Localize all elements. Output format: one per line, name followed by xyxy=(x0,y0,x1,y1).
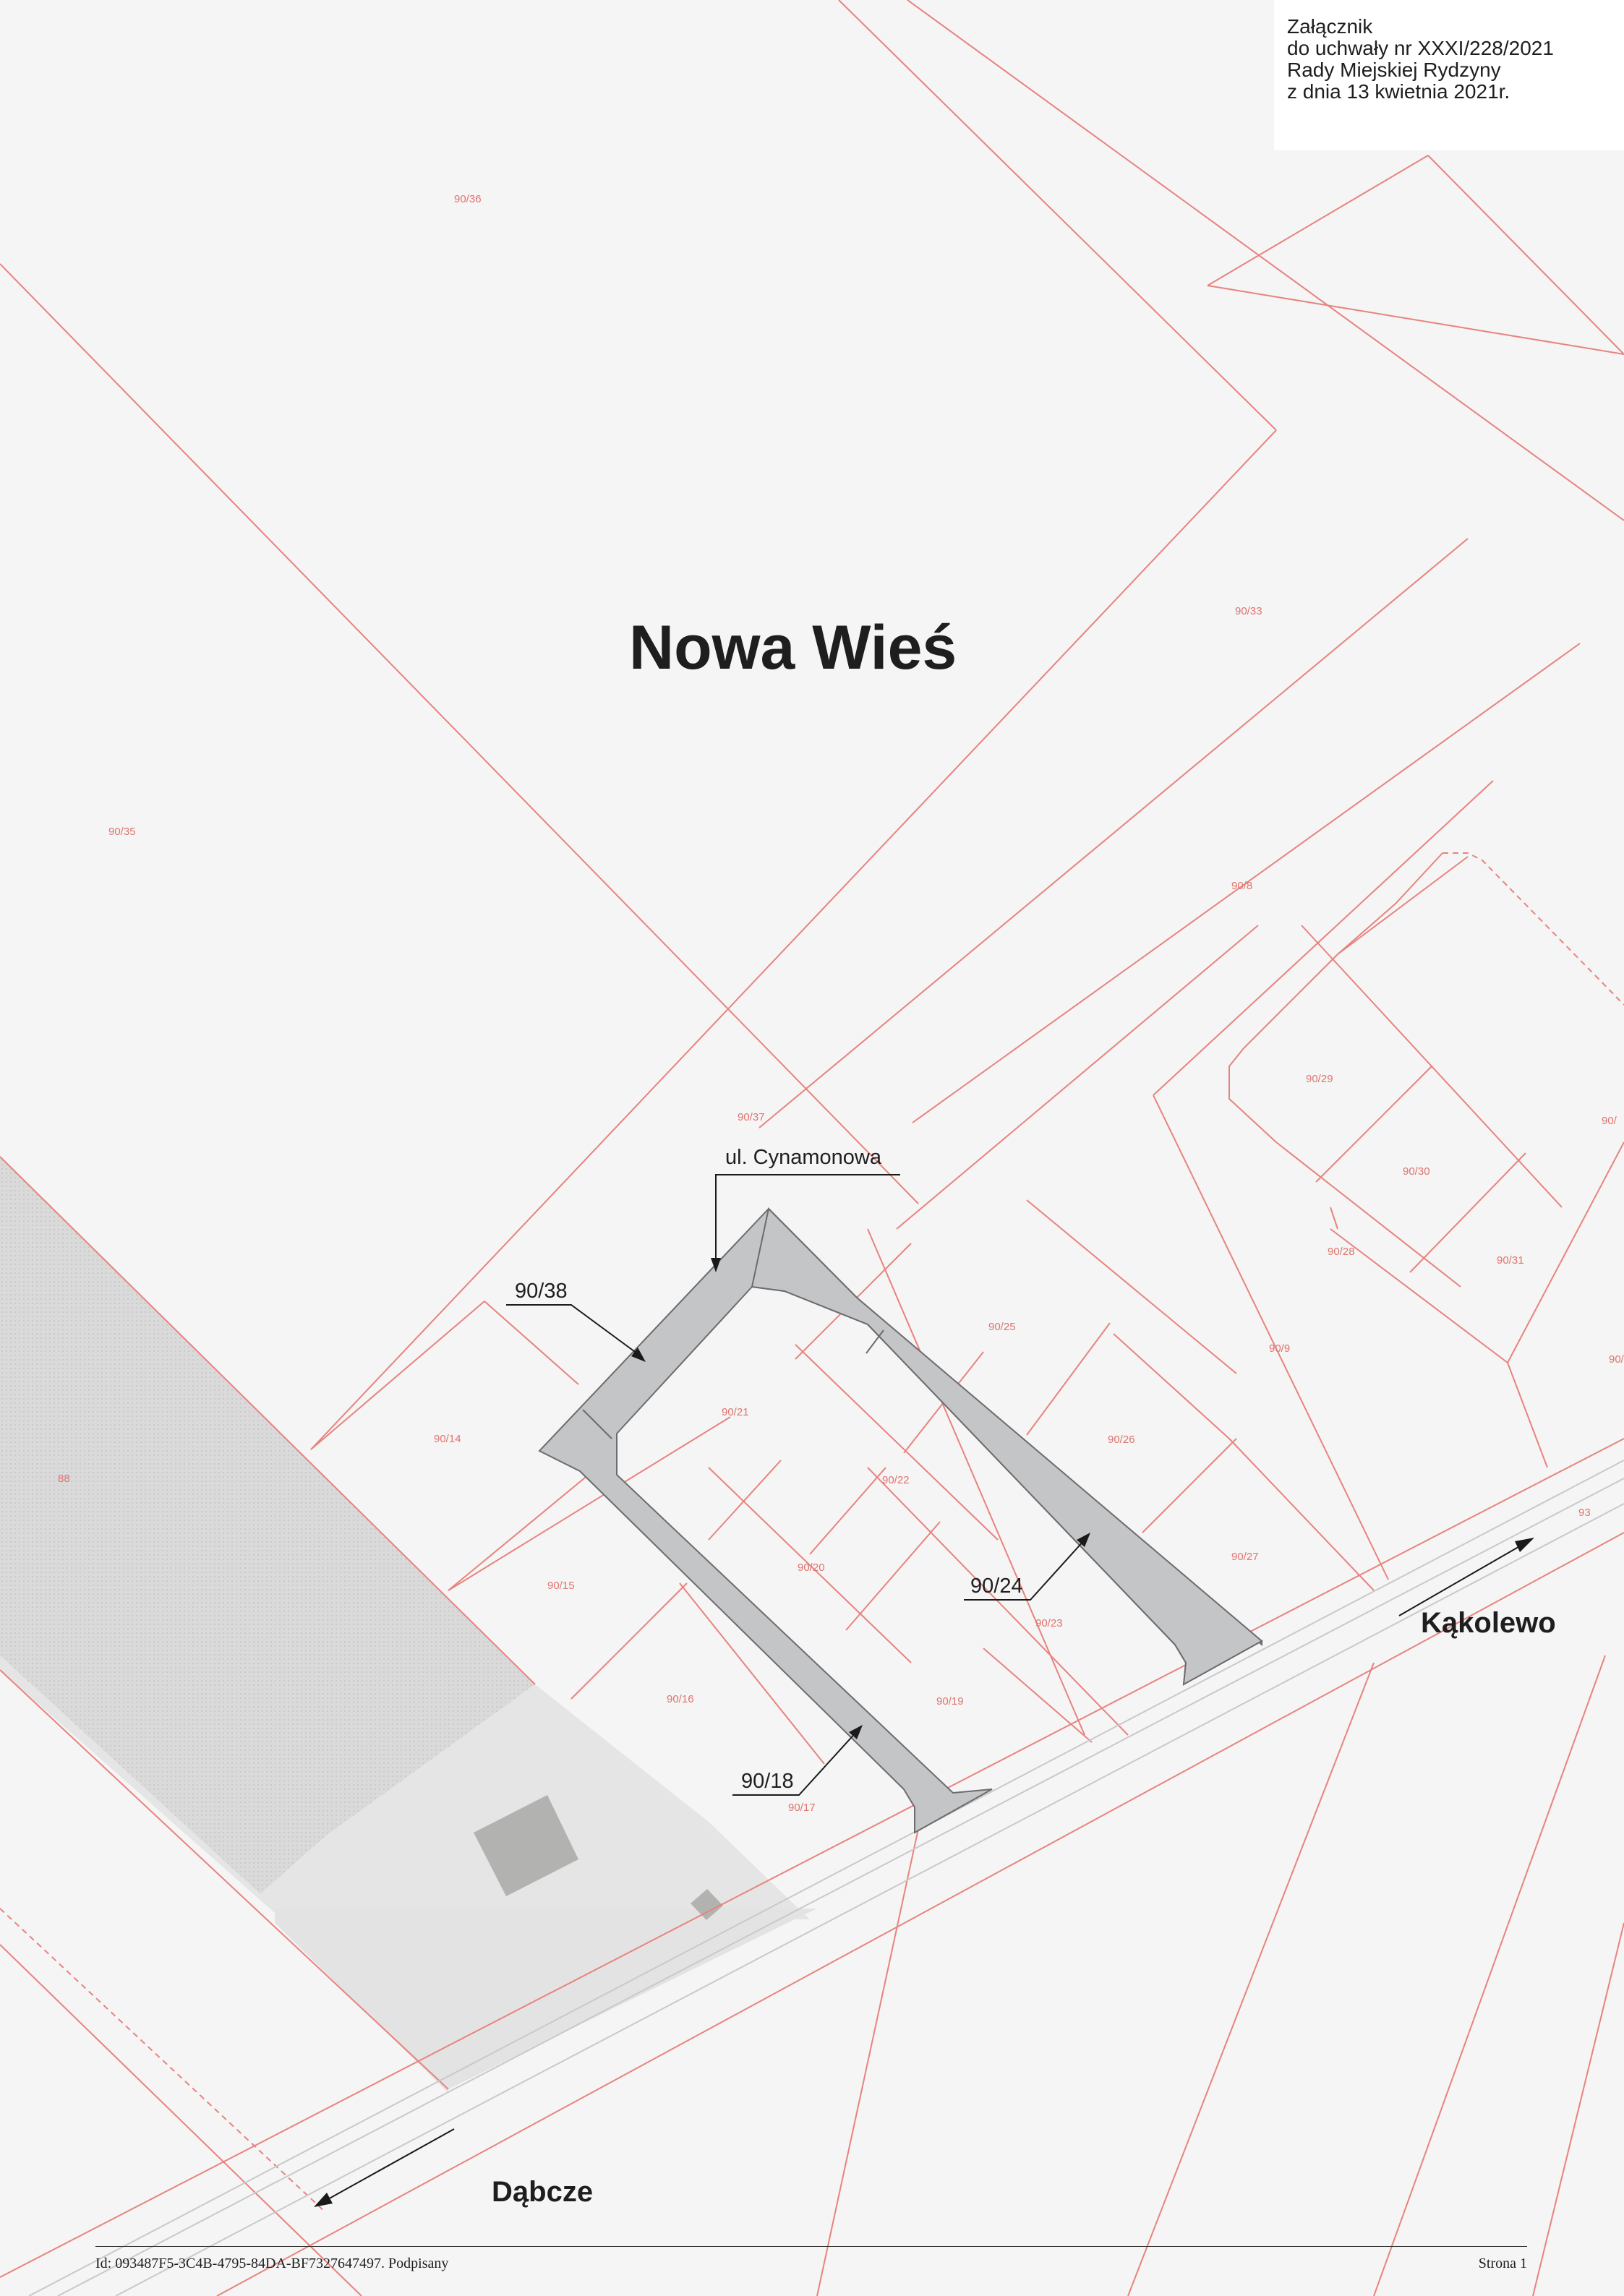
dotted-land-area xyxy=(0,1157,535,1894)
parcel-label: 90/14 xyxy=(434,1433,461,1445)
main-road xyxy=(0,1438,1624,2296)
attachment-note: Załącznik do uchwały nr XXXI/228/2021 Ra… xyxy=(1274,0,1624,150)
callout-90-38: 90/38 xyxy=(506,1280,646,1362)
parcel-label: 90/8 xyxy=(1231,880,1252,892)
parcel-label: 90/36 xyxy=(454,193,482,205)
built-area-lower xyxy=(275,1909,817,2093)
street-name-label: ul. Cynamonowa xyxy=(725,1146,882,1169)
parcel-label: 90/33 xyxy=(1235,605,1262,617)
parcel-label: 90/16 xyxy=(667,1693,694,1705)
building-small xyxy=(691,1889,723,1920)
parcel-callout-label: 90/24 xyxy=(970,1575,1023,1598)
attachment-line: Załącznik xyxy=(1287,15,1373,38)
parcel-label: 90/27 xyxy=(1231,1551,1259,1563)
parcel-label: 90/ xyxy=(1602,1115,1617,1127)
attachment-line: do uchwały nr XXXI/228/2021 xyxy=(1287,37,1554,59)
parcel-callout-label: 90/18 xyxy=(741,1770,794,1793)
callout-90-24: 90/24 xyxy=(964,1533,1090,1601)
parcel-label: 90/19 xyxy=(936,1695,964,1708)
parcel-label: 90/29 xyxy=(1306,1073,1333,1085)
parcel-label: 90/30 xyxy=(1403,1165,1430,1178)
parcel-label: 90/9 xyxy=(1269,1342,1290,1355)
building xyxy=(474,1795,578,1896)
arrow-head-icon xyxy=(711,1258,721,1272)
parcel-label: 90/ xyxy=(1609,1353,1624,1366)
arrow-head-icon xyxy=(849,1725,863,1739)
arrow-east-icon xyxy=(1398,1538,1534,1616)
parcel-label: 90/26 xyxy=(1108,1434,1135,1446)
callout-90-18: 90/18 xyxy=(732,1725,863,1796)
document-id: Id: 093487F5-3C4B-4795-84DA-BF7327647497… xyxy=(95,2256,449,2271)
built-area xyxy=(0,1655,810,1919)
page-number: Strona 1 xyxy=(1478,2256,1527,2271)
arrow-head-icon xyxy=(631,1348,646,1362)
direction-label-west: Dąbcze xyxy=(492,2176,593,2208)
attachment-line: Rady Miejskiej Rydzyny xyxy=(1287,59,1501,81)
parcel-label: 90/22 xyxy=(882,1474,910,1486)
direction-label-east: Kąkolewo xyxy=(1421,1607,1556,1639)
parcel-label: 90/28 xyxy=(1328,1246,1355,1258)
parcel-label: 90/31 xyxy=(1497,1254,1524,1267)
parcel-label: 90/17 xyxy=(788,1802,816,1814)
parcel-label: 93 xyxy=(1578,1507,1591,1519)
village-name: Nowa Wieś xyxy=(629,613,957,682)
parcel-label: 90/20 xyxy=(798,1562,825,1574)
parcel-label: 88 xyxy=(58,1473,70,1485)
parcel-label: 90/25 xyxy=(988,1321,1016,1333)
parcel-label: 90/15 xyxy=(547,1580,575,1592)
arrow-head-icon xyxy=(1077,1533,1090,1547)
street-callout: ul. Cynamonowa xyxy=(711,1146,900,1272)
parcel-label: 90/37 xyxy=(738,1111,765,1123)
parcel-labels: 90/36 90/33 90/35 90/8 90/37 90/29 90/30… xyxy=(58,193,1624,1814)
parcel-label: 90/23 xyxy=(1035,1617,1063,1629)
attachment-line: z dnia 13 kwietnia 2021r. xyxy=(1287,80,1510,103)
arrow-west-icon xyxy=(314,2128,455,2207)
page-footer: Id: 093487F5-3C4B-4795-84DA-BF7327647497… xyxy=(95,2246,1527,2272)
parcel-label: 90/35 xyxy=(108,826,136,838)
parcel-callout-label: 90/38 xyxy=(515,1280,568,1303)
parcel-label: 90/21 xyxy=(722,1406,749,1418)
street-inner-cut xyxy=(751,1207,1263,1686)
